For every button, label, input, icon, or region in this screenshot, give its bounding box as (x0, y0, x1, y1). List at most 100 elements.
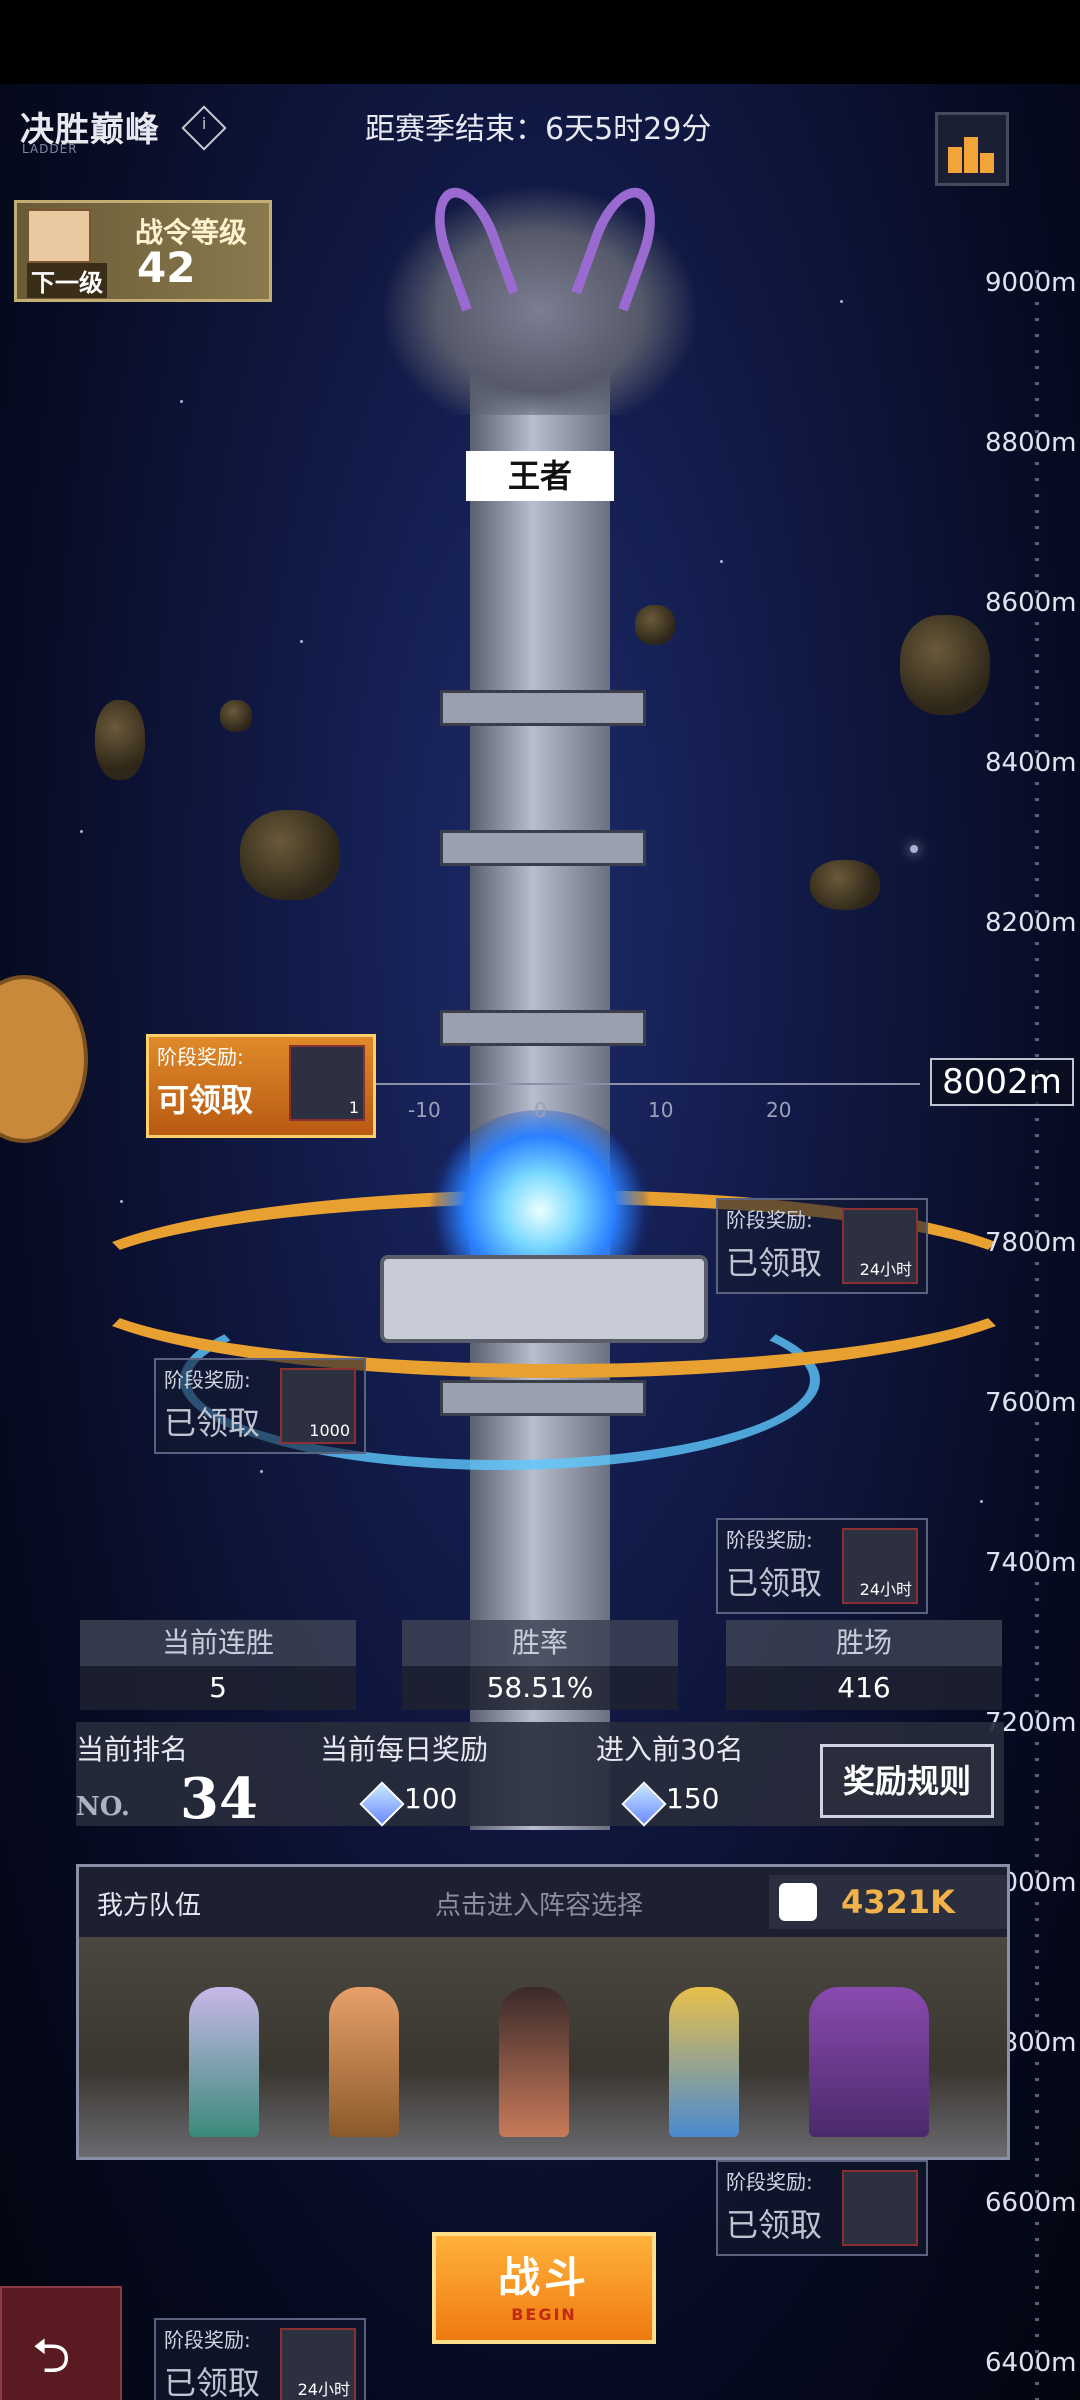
power-value: 4321K (841, 1883, 955, 1921)
king-tier-crest (380, 178, 700, 415)
scale-tick: 0 (534, 1098, 547, 1122)
hero-sprite (669, 1987, 739, 2137)
top30-label: 进入前30名 (596, 1733, 744, 1766)
reward-title: 阶段奖励: (157, 1045, 244, 1069)
crystal-icon: 24小时 (842, 1528, 918, 1604)
ladder-tower (440, 330, 646, 1830)
player-avatar[interactable] (0, 975, 88, 1143)
daily-reward-value: 100 (404, 1782, 458, 1815)
stat-label: 胜场 (726, 1620, 1002, 1666)
gem-bundle-icon: 1000 (280, 1368, 356, 1444)
status-bar (0, 0, 1080, 84)
stat-win-streak: 当前连胜 5 (80, 1620, 356, 1710)
stage-reward[interactable]: 阶段奖励: 已领取 1000 (154, 1358, 366, 1454)
info-icon[interactable]: i (181, 105, 227, 151)
asteroid (95, 700, 145, 780)
next-level-label: 下一级 (27, 263, 107, 298)
portal-platform (380, 1255, 708, 1343)
mode-title: 决胜巅峰 (20, 110, 160, 150)
ruler-label: 6600m (985, 2188, 1077, 2218)
team-title: 我方队伍 (97, 1891, 202, 1921)
battle-pass-level: 42 (137, 243, 196, 292)
stat-label: 胜率 (402, 1620, 678, 1666)
ruler-label: 6400m (985, 2348, 1077, 2378)
stat-label: 当前连胜 (80, 1620, 356, 1666)
asteroid (220, 700, 252, 732)
reward-status: 已领取 (164, 1404, 261, 1442)
daily-reward-label: 当前每日奖励 (320, 1733, 489, 1766)
ruler-label: 7400m (985, 1548, 1077, 1578)
battle-pass-label: 战令等级 (135, 216, 248, 249)
hero-sprite (189, 1987, 259, 2137)
stage-reward[interactable]: 阶段奖励: 已领取 (716, 2160, 928, 2256)
ruler-label: 9000m (985, 268, 1077, 298)
hero-sprite (499, 1987, 569, 2137)
stat-win-rate: 胜率 58.51% (402, 1620, 678, 1710)
rank-prefix: NO. (76, 1792, 130, 1822)
ruler-label: 8200m (985, 908, 1077, 938)
stage-reward-claimable[interactable]: 阶段奖励: 可领取 1 (146, 1034, 376, 1138)
ruler-label: 8600m (985, 588, 1077, 618)
tier-label: 王者 (466, 451, 614, 501)
season-countdown: 距赛季结束：6天5时29分 (365, 112, 712, 147)
team-scene (79, 1937, 1007, 2157)
scale-tick: 10 (648, 1098, 674, 1122)
asteroid (240, 810, 340, 900)
stage-reward[interactable]: 阶段奖励: 已领取 24小时 (716, 1198, 928, 1294)
ruler-label: 7600m (985, 1388, 1077, 1418)
reward-title: 阶段奖励: (164, 2328, 251, 2352)
fist-icon (779, 1883, 817, 1921)
hero-sprite (809, 1987, 929, 2137)
back-button[interactable]: ⮌ (0, 2286, 122, 2400)
reward-status: 可领取 (157, 1081, 254, 1119)
team-hint: 点击进入阵容选择 (435, 1891, 644, 1921)
ruler-label: 7800m (985, 1228, 1077, 1258)
reward-title: 阶段奖励: (726, 2170, 813, 2194)
current-rank-label: 当前排名 (76, 1733, 189, 1766)
stat-value: 58.51% (402, 1666, 678, 1710)
asteroid (900, 615, 990, 715)
fight-label: 战斗 (497, 2253, 590, 2302)
reward-status: 已领取 (726, 1564, 823, 1602)
rank-number: 34 (180, 1766, 258, 1832)
reward-title: 阶段奖励: (164, 1368, 251, 1392)
ruler-label: 8800m (985, 428, 1077, 458)
diamond-icon (621, 1781, 667, 1827)
reward-title: 阶段奖励: (726, 1208, 813, 1232)
reward-rules-button[interactable]: 奖励规则 (820, 1744, 994, 1818)
reward-status: 已领取 (164, 2364, 261, 2400)
reward-title: 阶段奖励: (726, 1528, 813, 1552)
stage-reward[interactable]: 阶段奖励: 已领取 24小时 (716, 1518, 928, 1614)
mystery-box-icon (842, 2170, 918, 2246)
return-arrow-icon: ⮌ (32, 2328, 71, 2384)
altitude-ruler (1035, 270, 1039, 2400)
scroll-icon (27, 209, 91, 263)
scale-tick: -10 (408, 1098, 441, 1122)
battle-pass-level-button[interactable]: 战令等级 42 下一级 (14, 200, 272, 302)
reward-status: 已领取 (726, 2206, 823, 2244)
mode-subtitle: LADDER (22, 142, 78, 156)
diamond-icon (359, 1781, 405, 1827)
hero-sprite (329, 1987, 399, 2137)
fight-sub-label: BEGIN (511, 2305, 577, 2324)
ticket-icon: 1 (289, 1045, 365, 1121)
asteroid (810, 860, 880, 910)
reward-status: 已领取 (726, 1244, 823, 1282)
stage-reward[interactable]: 阶段奖励: 已领取 24小时 (154, 2318, 366, 2400)
fight-button[interactable]: 战斗 BEGIN (432, 2232, 656, 2344)
team-header: 我方队伍 点击进入阵容选择 4321K (79, 1867, 1007, 1937)
stat-value: 416 (726, 1666, 1002, 1710)
leaderboard-podium-button[interactable] (935, 112, 1009, 186)
team-lineup-panel[interactable]: 我方队伍 点击进入阵容选择 4321K (76, 1864, 1010, 2160)
scale-tick: 20 (766, 1098, 792, 1122)
current-altitude: 8002m (930, 1058, 1074, 1106)
stat-value: 5 (80, 1666, 356, 1710)
team-power: 4321K (769, 1875, 1007, 1929)
asteroid (635, 605, 675, 645)
ruler-label: 8400m (985, 748, 1077, 778)
top30-reward-value: 150 (666, 1782, 720, 1815)
position-scale (300, 1083, 920, 1085)
stat-wins: 胜场 416 (726, 1620, 1002, 1710)
chest-icon: 24小时 (842, 1208, 918, 1284)
